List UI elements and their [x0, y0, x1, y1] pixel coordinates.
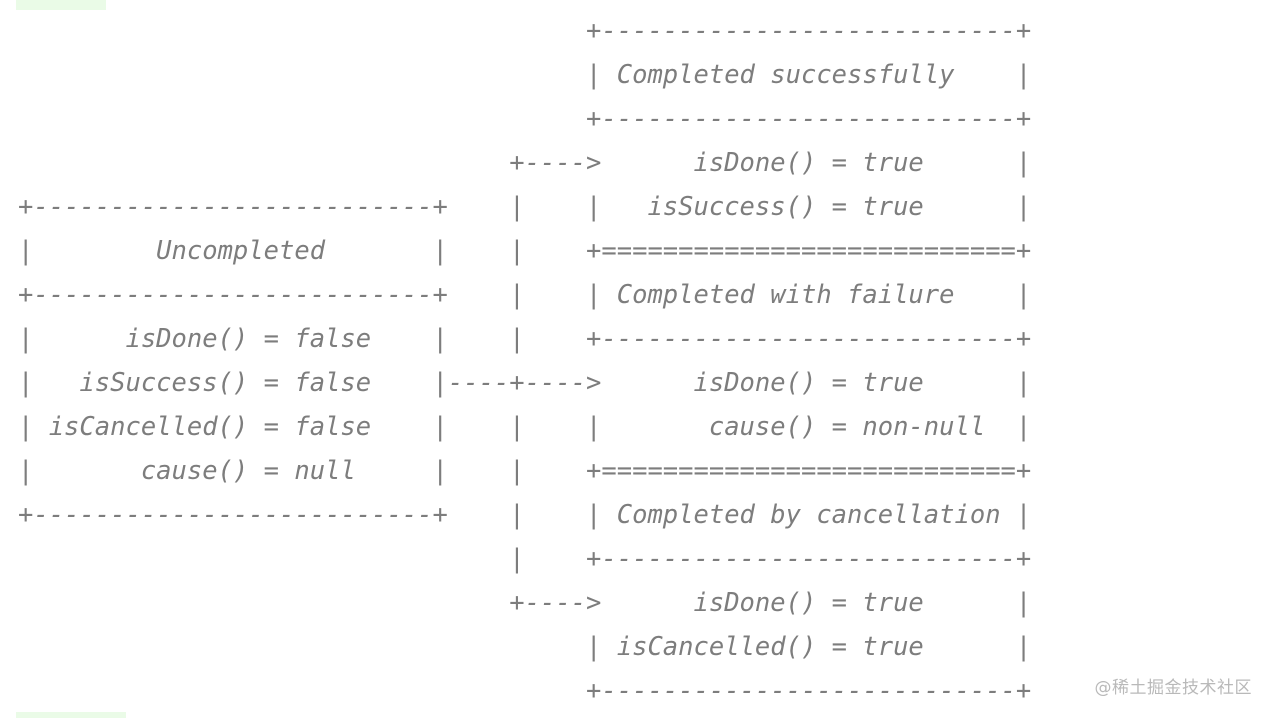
- diagram-line: | isCancelled() = false | | | cause() = …: [18, 412, 1032, 442]
- state-diagram: +---------------------------+ | Complete…: [18, 9, 1031, 713]
- diagram-line: | isCancelled() = true |: [18, 632, 1032, 662]
- code-highlight-top: [16, 0, 106, 10]
- diagram-line: | Uncompleted | | +=====================…: [18, 236, 1032, 266]
- diagram-line: | cause() = null | | +==================…: [18, 456, 1032, 486]
- diagram-line: +----> isDone() = true |: [18, 588, 1032, 618]
- diagram-line: +--------------------------+ | | isSucce…: [18, 192, 1032, 222]
- diagram-line: +---------------------------+: [18, 16, 1032, 46]
- diagram-line: +---------------------------+: [18, 104, 1032, 134]
- diagram-line: +--------------------------+ | | Complet…: [18, 500, 1032, 530]
- diagram-line: | Completed successfully |: [18, 60, 1032, 90]
- watermark: @稀土掘金技术社区: [1094, 678, 1252, 698]
- diagram-line: +----> isDone() = true |: [18, 148, 1032, 178]
- diagram-line: +--------------------------+ | | Complet…: [18, 280, 1032, 310]
- diagram-line: | isDone() = false | | +----------------…: [18, 324, 1032, 354]
- code-highlight-bottom: [16, 712, 126, 718]
- diagram-line: +---------------------------+: [18, 676, 1032, 706]
- diagram-line: | isSuccess() = false |----+----> isDone…: [18, 368, 1032, 398]
- diagram-line: | +---------------------------+: [18, 544, 1032, 574]
